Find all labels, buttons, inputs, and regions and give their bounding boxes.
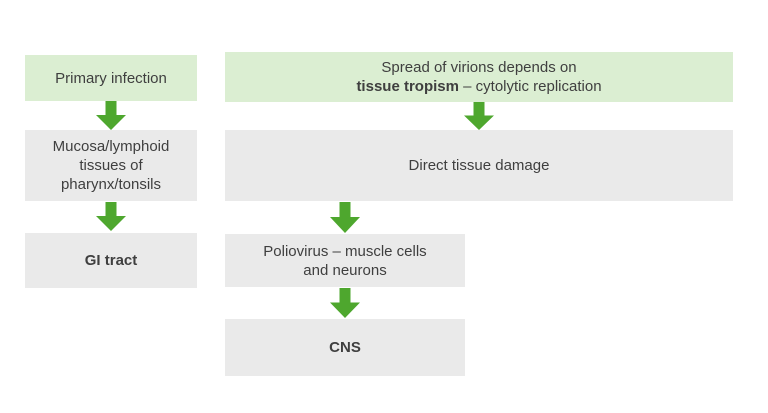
node-poliovirus: Poliovirus – muscle cells and neurons (225, 234, 465, 287)
down-arrow-icon (464, 102, 494, 130)
node-direct-tissue-damage: Direct tissue damage (225, 130, 733, 201)
node-poliovirus-line1: Poliovirus – muscle cells (263, 242, 427, 260)
node-spread-of-virions: Spread of virions depends on tissue trop… (225, 52, 733, 102)
node-spread-line1: Spread of virions depends on (381, 59, 577, 76)
node-poliovirus-line2: and neurons (303, 261, 387, 279)
node-spread-line2-rest: – cytolytic replication (463, 78, 602, 95)
down-arrow-icon (330, 202, 360, 233)
node-mucosa-lymphoid: Mucosa/lymphoid tissues of pharynx/tonsi… (25, 130, 197, 201)
node-gi-tract-label: GI tract (84, 252, 138, 269)
down-arrow-icon (330, 288, 360, 318)
node-direct-tissue-damage-label: Direct tissue damage (408, 157, 550, 174)
node-mucosa-line2: tissues of (79, 157, 143, 174)
down-arrow-icon (96, 101, 126, 130)
node-primary-infection-label: Primary infection (55, 69, 167, 87)
node-cns: CNS (225, 319, 465, 376)
node-gi-tract: GI tract (25, 233, 197, 288)
node-mucosa-line3: pharynx/tonsils (60, 176, 162, 193)
node-primary-infection: Primary infection (25, 55, 197, 101)
node-cns-label: CNS (329, 339, 361, 356)
node-spread-line2: tissue tropism – cytolytic replication (356, 77, 601, 96)
node-spread-line2-bold: tissue tropism (356, 78, 459, 95)
down-arrow-icon (96, 202, 126, 231)
node-mucosa-line1: Mucosa/lymphoid (52, 138, 170, 155)
